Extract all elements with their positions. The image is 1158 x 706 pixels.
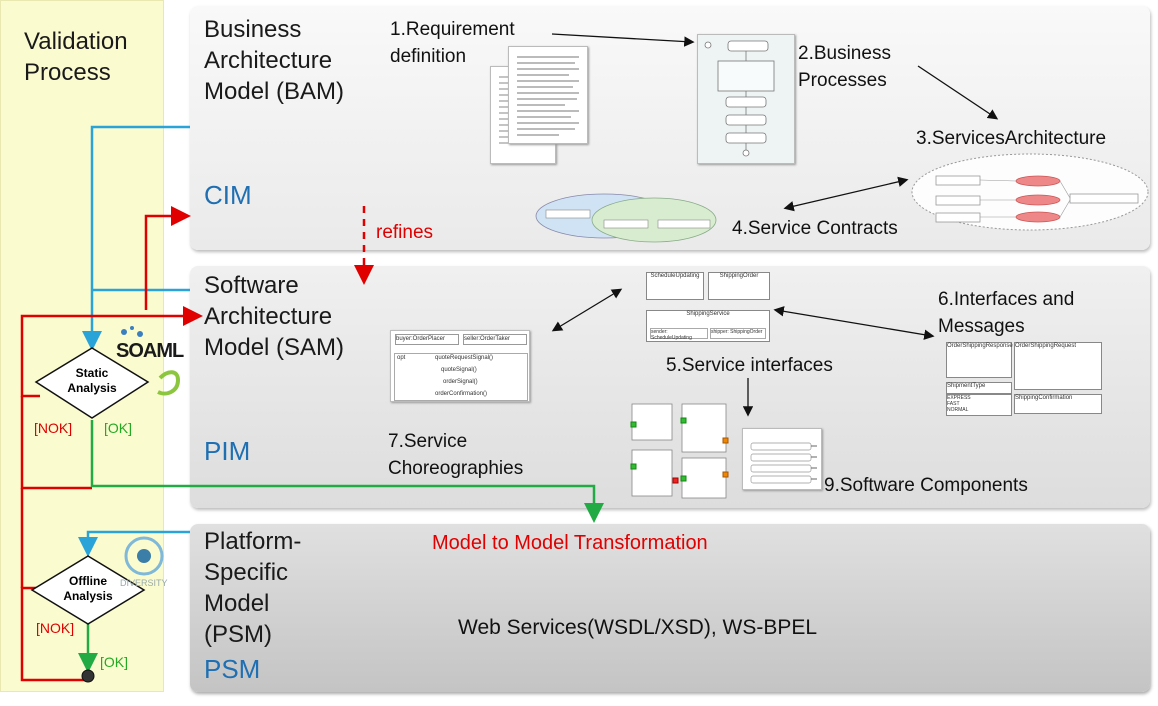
sam-level: PIM <box>204 436 251 466</box>
static-analysis-label: Static Analysis <box>67 366 117 395</box>
seq-opt-frame <box>394 353 528 401</box>
step-7-label: 7.Service Choreographies <box>388 431 524 479</box>
step-3-label: 3.ServicesArchitecture <box>916 128 1107 149</box>
sam-title: Software Architecture Model (SAM) <box>204 272 345 361</box>
requirement-doc-front <box>508 46 588 144</box>
static-nok-label: [NOK] <box>34 420 73 436</box>
seq-msg-2: quoteSignal() <box>441 367 477 373</box>
participants-thumbnail <box>630 402 730 500</box>
seq-msg-3: orderSignal() <box>443 379 478 385</box>
if-provider-box: ShippingOrder <box>708 272 770 300</box>
if-service-box: ShippingService <box>646 310 770 342</box>
step-9-label: 9.Software Components <box>824 475 1028 496</box>
offline-ok-label: [OK] <box>100 654 129 670</box>
psm-title: Platform-Specific Model (PSM) <box>204 528 302 648</box>
diversity-logo: DIVERSITY <box>120 578 168 588</box>
seq-msg-4: orderConfirmation() <box>435 391 488 397</box>
msg-enum-2: FAST <box>947 401 960 407</box>
business-process-thumbnail <box>697 34 795 164</box>
msg-enum-list: EXPRESS FAST NORMAL <box>946 394 1012 416</box>
msg-enum-3: NORMAL <box>947 407 969 413</box>
if-sender-part: sender: ScheduleUpdating <box>650 328 708 341</box>
msg-shipment-box: ShipmentType <box>946 382 1012 394</box>
refines-label: refines <box>376 222 434 243</box>
if-consumer-box: ScheduleUpdating <box>646 272 704 300</box>
software-components-thumbnail <box>742 428 822 490</box>
step-6-label: 6.Interfaces and Messages <box>938 289 1075 337</box>
msg-response-box: OrderShippingResponse <box>946 342 1013 378</box>
service-interfaces-thumbnail: ScheduleUpdating ShippingOrder ShippingS… <box>646 272 770 342</box>
offline-nok-label: [NOK] <box>36 620 75 636</box>
seq-opt-label: opt <box>397 355 406 361</box>
soaml-logo: SOAML <box>116 340 184 362</box>
msg-confirm-box: ShippingConfirmation <box>1014 394 1102 414</box>
bam-level: CIM <box>204 180 252 210</box>
transformation-label: Model to Model Transformation <box>432 532 708 554</box>
step-4-label: 4.Service Contracts <box>732 218 898 239</box>
psm-content: Web Services(WSDL/XSD), WS-BPEL <box>458 616 818 639</box>
step-2-label: 2.Business Processes <box>798 43 891 91</box>
if-shipper-part: shipper: ShippingOrder <box>710 328 766 339</box>
services-architecture-thumbnail <box>910 152 1150 232</box>
messages-thumbnail: OrderShippingResponse OrderShippingReque… <box>946 342 1102 416</box>
seq-lifeline-2: seller:OrderTaker <box>463 334 527 345</box>
bam-title: Business Architecture Model (BAM) <box>204 16 345 105</box>
psm-panel <box>190 524 1150 692</box>
seq-msg-1: quoteRequestSignal() <box>435 355 494 361</box>
msg-request-box: OrderShippingRequest <box>1014 342 1102 390</box>
choreography-thumbnail: buyer:OrderPlacer seller:OrderTaker opt … <box>390 330 530 402</box>
offline-analysis-label: Offline Analysis <box>63 574 113 603</box>
validation-title: Validation Process <box>24 28 128 86</box>
step-5-label: 5.Service interfaces <box>666 355 833 376</box>
psm-level: PSM <box>204 654 261 684</box>
service-contracts-thumbnail <box>534 186 720 246</box>
static-ok-label: [OK] <box>104 420 133 436</box>
msg-enum-1: EXPRESS <box>947 395 971 401</box>
step-1-label: 1.Requirement definition <box>390 19 515 67</box>
seq-lifeline-1: buyer:OrderPlacer <box>395 334 459 345</box>
